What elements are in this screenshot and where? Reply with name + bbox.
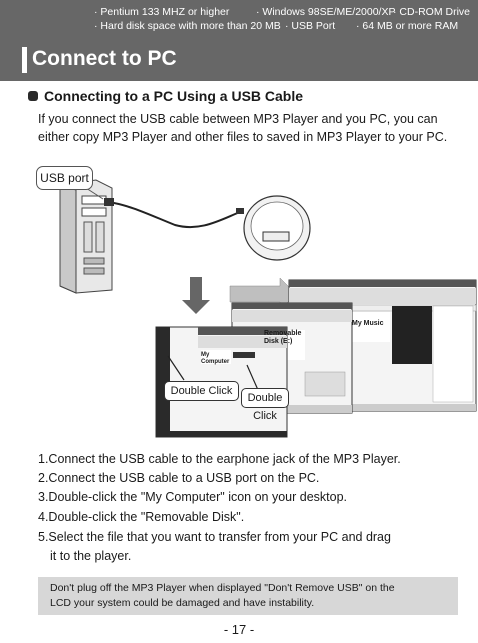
pc-tower	[59, 179, 113, 294]
my-computer-label: My Computer	[201, 352, 230, 365]
warning-note: Don't plug off the MP3 Player when displ…	[38, 577, 458, 615]
usb-port-label: USB port	[36, 166, 93, 190]
step-2: 2.Connect the USB cable to a USB port on…	[38, 471, 320, 485]
section-heading: Connecting to a PC Using a USB Cable	[28, 88, 303, 104]
removable-disk-label: Removable Disk (E:)	[264, 330, 302, 345]
double-click-label-2: Double Click	[241, 388, 289, 422]
title-marker	[22, 47, 27, 73]
section-heading-text: Connecting to a PC Using a USB Cable	[44, 88, 304, 104]
page-number: - 17 -	[223, 622, 255, 637]
step-5: 5.Select the file that you want to trans…	[38, 530, 391, 544]
warning-line-1: Don't plug off the MP3 Player when displ…	[50, 582, 395, 594]
requirement-disk: · Hard disk space with more than 20 MB	[94, 20, 281, 32]
requirement-usb: · USB Port	[285, 20, 336, 32]
page-title: Connect to PC	[32, 47, 177, 70]
double-click-label-1: Double Click	[164, 381, 239, 401]
requirement-os: · Windows 98SE/ME/2000/XP	[256, 6, 396, 18]
my-music-label: My Music	[352, 320, 384, 327]
requirement-ram: · 64 MB or more RAM	[356, 20, 459, 32]
bullet-icon	[28, 91, 38, 101]
requirement-cpu: · Pentium 133 MHZ or higher	[94, 6, 230, 18]
warning-line-2: LCD your system could be damaged and hav…	[50, 597, 315, 609]
step-3: 3.Double-click the "My Computer" icon on…	[38, 490, 348, 504]
step-4: 4.Double-click the "Removable Disk".	[38, 510, 245, 524]
connection-illustration	[59, 179, 477, 438]
requirement-cdrom: · CD-ROM Drive	[393, 6, 470, 18]
intro-paragraph: If you connect the USB cable between MP3…	[38, 112, 448, 144]
mp3-player	[243, 195, 311, 261]
step-5-continued: it to the player.	[50, 549, 132, 563]
requirements-banner	[0, 0, 478, 81]
step-1: 1.Connect the USB cable to the earphone …	[38, 452, 401, 466]
